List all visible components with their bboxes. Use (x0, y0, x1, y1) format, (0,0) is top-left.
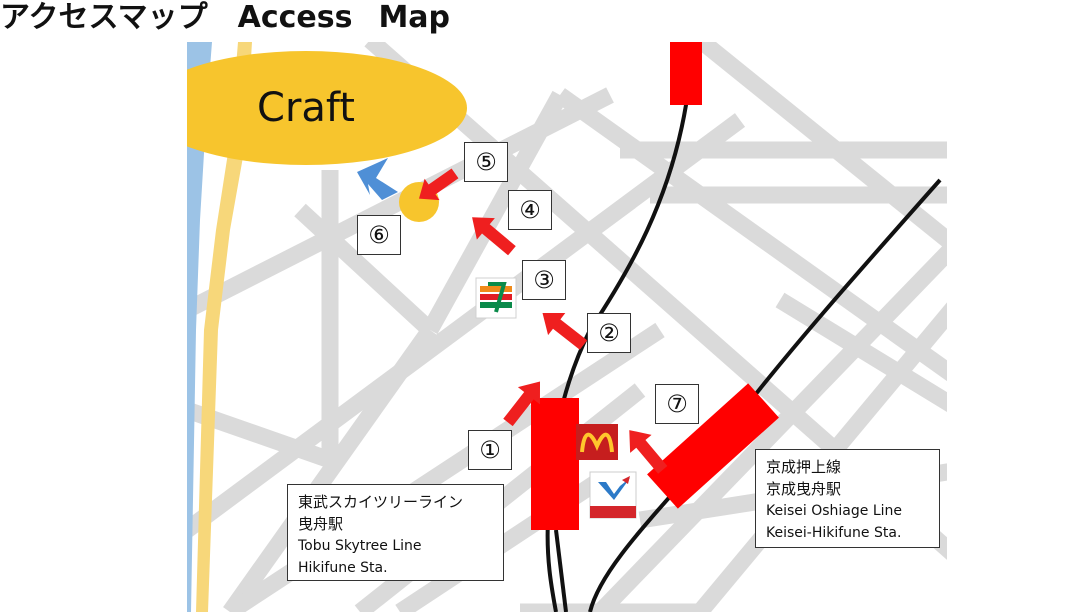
road (775, 292, 947, 413)
riverbank (196, 42, 252, 612)
tobu-line-jp: 東武スカイツリーライン (298, 493, 464, 511)
road (187, 113, 746, 537)
keisei-line-en: Keisei Oshiage Line (766, 503, 903, 519)
route-arrow-7 (629, 430, 668, 474)
title-jp: アクセスマップ (0, 0, 208, 35)
mcdonalds-logo-icon (576, 424, 618, 460)
keisei-station-label: 京成押上線 京成曳舟駅 Keisei Oshiage Line Keisei-H… (755, 449, 940, 548)
tobu-station-label: 東武スカイツリーライン 曳舟駅 Tobu Skytree Line Hikifu… (287, 484, 504, 581)
step-1-marker: ① (468, 430, 512, 470)
step-5-marker: ⑤ (464, 142, 508, 182)
tobu-line-en: Tobu Skytree Line (298, 538, 422, 554)
station-platform-north (670, 42, 702, 105)
step-2-marker: ② (587, 313, 631, 353)
route-arrow-5 (418, 168, 459, 201)
keisei-station-platform (647, 383, 779, 509)
craft-destination-marker (187, 51, 467, 165)
keisei-station-jp: 京成曳舟駅 (766, 480, 842, 498)
road (187, 87, 614, 318)
step-7-marker: ⑦ (655, 384, 699, 424)
title-en-access: Access (237, 0, 353, 35)
keisei-line-jp: 京成押上線 (766, 458, 842, 476)
entrance-arrow-icon (357, 158, 398, 200)
tobu-station-en: Hikifune Sta. (298, 560, 388, 576)
route-arrow-1 (503, 381, 541, 427)
river (187, 42, 212, 612)
map-title: アクセスマップ Access Map (0, 0, 450, 40)
route-arrow-2 (542, 312, 588, 350)
tobu-station-platform (531, 398, 579, 530)
rail-branch (554, 529, 568, 612)
route-arrow-4 (472, 217, 516, 256)
tobu-rail-line (545, 42, 697, 612)
step-3-marker: ③ (522, 260, 566, 300)
road (593, 241, 947, 612)
keisei-station-en: Keisei-Hikifune Sta. (766, 525, 902, 541)
step-4-marker: ④ (508, 190, 552, 230)
seven-eleven-logo-icon (475, 277, 517, 319)
ito-yokado-logo-icon (589, 471, 637, 519)
road (694, 42, 947, 251)
step-6-marker: ⑥ (357, 215, 401, 255)
road (294, 203, 436, 337)
title-en-map: Map (378, 0, 451, 35)
tobu-station-jp: 曳舟駅 (298, 515, 344, 533)
route-arrows (418, 168, 668, 474)
